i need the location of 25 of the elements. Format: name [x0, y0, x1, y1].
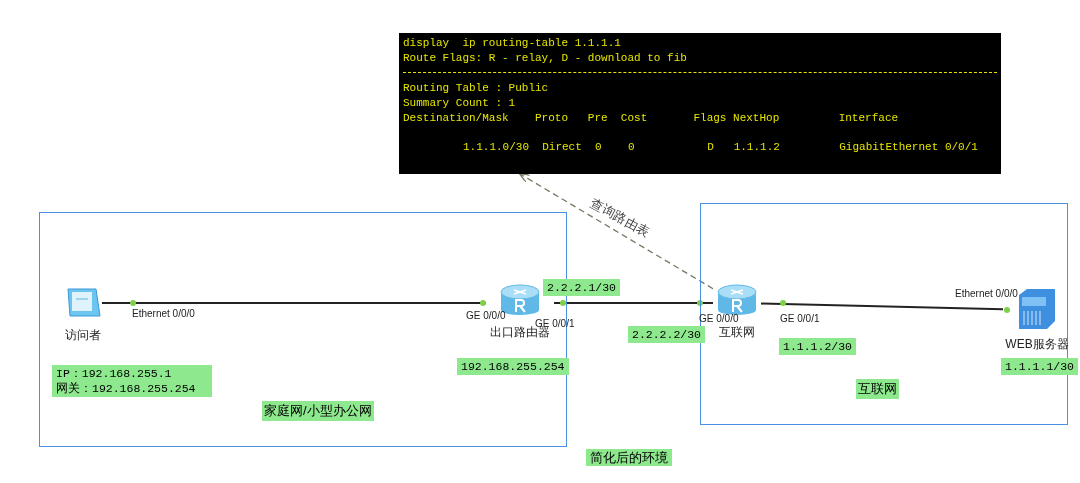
address-label: 1.1.1.2/30 [779, 338, 856, 355]
device-label: 访问者 [65, 327, 101, 344]
address-label: 1.1.1.1/30 [1001, 358, 1078, 375]
address-label: IP：192.168.255.1 网关：192.168.255.254 [52, 365, 212, 397]
terminal-line: Routing Table : Public [403, 81, 549, 95]
device-label: 互联网 [719, 324, 755, 341]
terminal-line: Destination/Mask Proto Pre Cost Flags NextHop Interface [403, 111, 899, 125]
terminal-line: Summary Count : 1 [403, 96, 516, 110]
device-label: 出口路由器 [490, 325, 550, 341]
address-label: 2.2.2.2/30 [628, 326, 705, 343]
port-label: GE 0/0/1 [780, 313, 820, 324]
terminal-line: display ip routing-table 1.1.1.1 [403, 36, 621, 50]
port-label: Ethernet 0/0/0 [132, 308, 195, 319]
terminal-line: Route Flags: R - relay, D - download to fib [403, 51, 687, 65]
address-label: 192.168.255.254 [457, 358, 569, 375]
area-label: 家庭网/小型办公网 [262, 401, 374, 421]
area-label: 互联网 [856, 379, 899, 399]
arrow [518, 172, 714, 290]
network-link [553, 302, 714, 304]
address-label: 2.2.2.1/30 [543, 279, 620, 296]
terminal-line: 1.1.1.0/30 Direct 0 0 D 1.1.1.2 GigabitEthernet 0/0/1 [462, 140, 979, 154]
network-link [760, 302, 1004, 311]
terminal-window [399, 33, 1001, 174]
caption: 简化后的环境 [586, 449, 672, 466]
port-label: GE 0/0/0 [466, 310, 506, 321]
